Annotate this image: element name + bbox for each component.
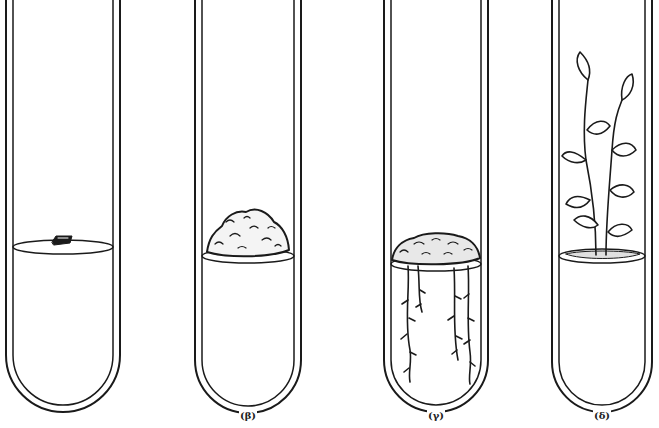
test-tube bbox=[552, 0, 652, 412]
test-tube bbox=[6, 0, 120, 412]
test-tube bbox=[195, 0, 301, 413]
stage-label: (γ) bbox=[427, 410, 445, 422]
roots bbox=[401, 266, 475, 384]
stage-label: (β) bbox=[239, 410, 257, 422]
plantlet bbox=[562, 52, 636, 255]
stage-label: (δ) bbox=[593, 410, 611, 422]
test-tube bbox=[384, 0, 488, 412]
